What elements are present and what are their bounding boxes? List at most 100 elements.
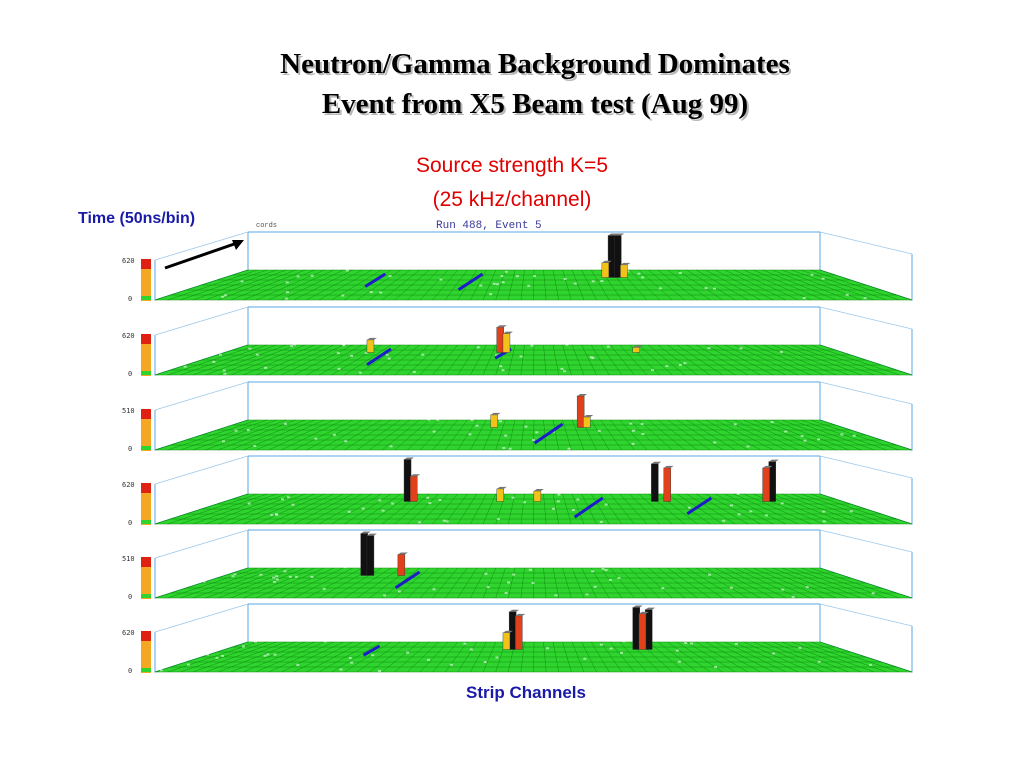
grid-column (648, 269, 686, 301)
grid-column (686, 419, 736, 451)
grid-column (543, 567, 547, 599)
grid-column (743, 493, 812, 525)
noise-speck (495, 354, 499, 357)
grid-column (205, 419, 287, 451)
noise-speck (733, 423, 737, 426)
axis-top-label: 620 (122, 257, 135, 265)
panel-frame-diag-right (819, 455, 913, 479)
panel-frame-diag-right (819, 231, 913, 255)
noise-speck (432, 430, 436, 433)
grid-column (810, 344, 900, 376)
grid-column (281, 344, 344, 376)
noise-speck (519, 355, 523, 358)
grid-column (667, 269, 711, 301)
noise-speck (222, 440, 226, 443)
noise-speck (576, 498, 580, 501)
grid-column (192, 419, 277, 451)
noise-speck (532, 275, 536, 278)
grid-column (381, 269, 420, 301)
noise-speck (389, 445, 393, 448)
grid-column (255, 567, 325, 599)
grid-column (180, 493, 268, 525)
grid-column (610, 419, 635, 451)
noise-speck (552, 507, 556, 510)
noise-speck (626, 270, 630, 273)
grid-column (657, 567, 698, 599)
grid-column (419, 419, 449, 451)
grid-column (457, 344, 477, 376)
grid-column (154, 344, 249, 376)
axis-zero-label: 0 (128, 295, 132, 303)
hit-bar (614, 235, 622, 278)
grid-column (419, 567, 449, 599)
noise-speck (438, 498, 442, 501)
hit-bar (490, 414, 498, 428)
noise-speck (272, 580, 276, 583)
panel-frame-diag-right (819, 603, 913, 627)
grid-column (167, 344, 258, 376)
grid-column (800, 641, 887, 673)
axis-zero-label: 0 (128, 667, 132, 675)
grid-column (695, 493, 749, 525)
grid-column (695, 567, 749, 599)
color-scale-top (141, 483, 151, 493)
grid-column (331, 641, 382, 673)
noise-speck (597, 429, 601, 432)
grid-column (293, 419, 353, 451)
noise-speck (323, 640, 327, 643)
color-scale-top (141, 409, 151, 419)
grid-column (154, 419, 249, 451)
grid-column (369, 269, 411, 301)
noise-speck (713, 287, 717, 290)
grid-column (281, 419, 344, 451)
grid-column (445, 567, 468, 599)
grid-column (781, 493, 862, 525)
grid-column (734, 641, 799, 673)
grid-column (676, 344, 723, 376)
grid-column (638, 493, 673, 525)
grid-column (331, 493, 382, 525)
grid-column (470, 567, 487, 599)
noise-speck (310, 274, 314, 277)
grid-column (432, 641, 458, 673)
grid-column (407, 344, 439, 376)
time-axis-arrow (164, 240, 241, 270)
grid-column (293, 269, 353, 301)
grid-column (657, 269, 698, 301)
noise-speck (273, 653, 277, 656)
grid-column (356, 419, 401, 451)
noise-speck (344, 440, 348, 443)
hit-bar (620, 264, 628, 278)
noise-speck (381, 509, 385, 512)
color-scale-top (141, 631, 151, 641)
noise-speck (495, 283, 499, 286)
grid-column (800, 419, 887, 451)
grid-column (167, 567, 258, 599)
grid-column (791, 419, 875, 451)
noise-speck (371, 654, 375, 657)
grid-column (762, 419, 837, 451)
grid-column (638, 269, 673, 301)
noise-speck (764, 514, 768, 517)
noise-speck (484, 572, 488, 575)
grid-column (610, 493, 635, 525)
axis-top-label: 510 (122, 555, 135, 563)
grid-column (520, 641, 525, 673)
grid-column (533, 269, 535, 301)
noise-speck (798, 646, 802, 649)
grid-column (619, 641, 648, 673)
hit-bar-top (533, 489, 544, 491)
grid-column (369, 419, 411, 451)
grid-column (508, 419, 516, 451)
hit-bar-top (663, 465, 674, 468)
noise-speck (599, 520, 603, 523)
noise-speck (571, 509, 575, 512)
grid-column (419, 269, 449, 301)
grid-column (591, 344, 610, 376)
grid-column (686, 344, 736, 376)
hit-bar-top (651, 461, 662, 464)
grid-column (686, 269, 736, 301)
panel-frame-diag-left (154, 231, 249, 261)
grid-column (205, 641, 287, 673)
